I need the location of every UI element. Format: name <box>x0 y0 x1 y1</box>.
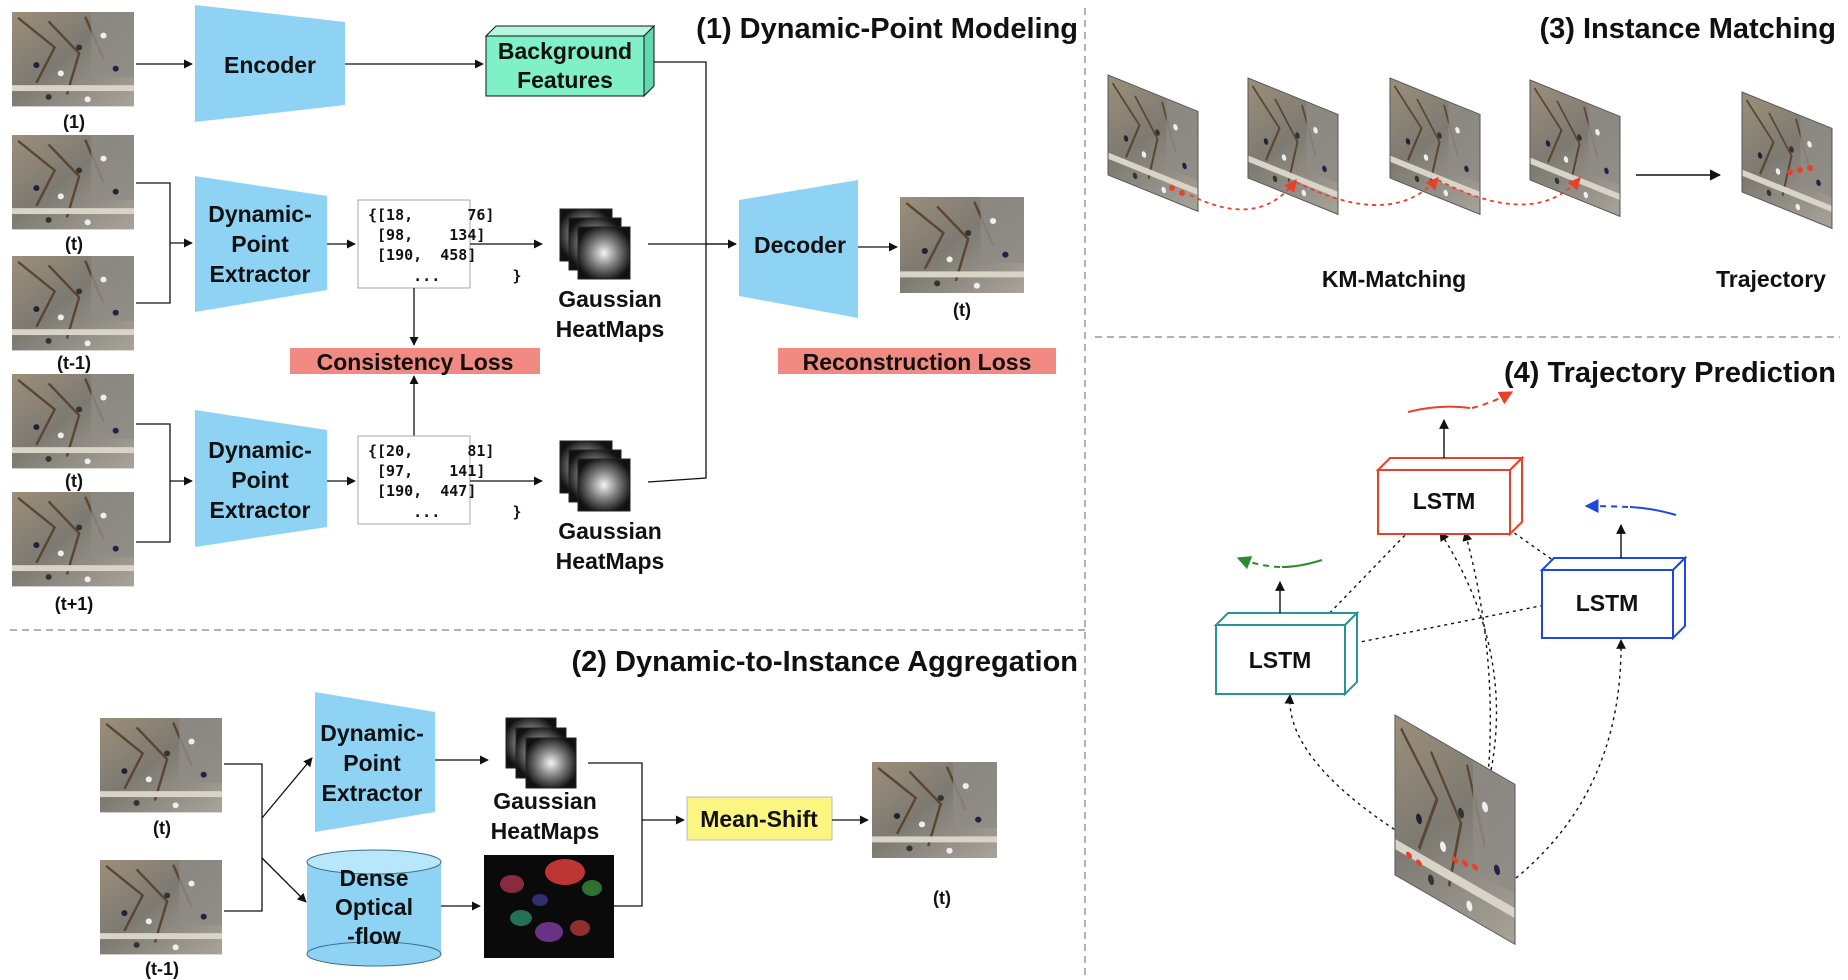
heatmaps-line2: HeatMaps <box>556 316 665 342</box>
mean-shift-box <box>686 796 833 841</box>
coords-line: [190, 447] <box>368 482 476 500</box>
dynamic-point-extractor-bottom <box>195 410 327 547</box>
input-flows <box>1284 531 1627 879</box>
section3-title: (3) Instance Matching <box>1540 13 1837 45</box>
background-features-block <box>484 24 656 98</box>
consistency-loss-box <box>290 348 540 374</box>
lstm-cube-red <box>1375 455 1525 537</box>
frame-image <box>10 490 136 588</box>
blue-prediction-arrow <box>1584 499 1629 514</box>
coords-line: ... } <box>368 267 522 285</box>
section1-frames <box>10 10 136 588</box>
extractor-line3: Extractor <box>210 497 311 523</box>
extractor-line2: Point <box>231 467 289 493</box>
flow-visualization <box>484 855 614 958</box>
optical-flow-line1: Dense <box>339 865 408 891</box>
coords-line: [190, 458] <box>368 246 476 264</box>
optical-flow-line3: -flow <box>347 923 401 949</box>
coords-line: {[20, 81] <box>368 442 494 460</box>
lstm-cube-teal <box>1213 610 1360 697</box>
lstm-cube-blue <box>1539 555 1688 641</box>
matching-links <box>1169 165 1813 211</box>
encoder-block <box>195 5 345 122</box>
section4-title: (4) Trajectory Prediction <box>1504 357 1836 389</box>
frame-image <box>10 254 136 352</box>
frame-caption: (t-1) <box>145 959 179 979</box>
km-matching-frames <box>1106 73 1834 230</box>
frame-caption: (1) <box>63 112 85 132</box>
lstm-links <box>1319 524 1558 644</box>
frame-image <box>10 372 136 470</box>
dynamic-point-extractor-section2 <box>315 692 435 832</box>
extractor-line2: Point <box>343 750 401 776</box>
coords-line: [98, 134] <box>368 226 485 244</box>
reconstruction-loss-box <box>778 348 1056 374</box>
frame-caption: (t+1) <box>55 594 94 614</box>
consistency-loss-label: Consistency Loss <box>317 349 514 375</box>
extractor-line1: Dynamic- <box>208 437 312 463</box>
coords-line: ... } <box>368 503 522 521</box>
extractor-line3: Extractor <box>322 780 423 806</box>
output-caption: (t) <box>953 300 971 320</box>
frame-caption: (t) <box>65 234 83 254</box>
frame-caption: (t) <box>65 471 83 491</box>
extractor-line1: Dynamic- <box>320 720 424 746</box>
reconstruction-loss-label: Reconstruction Loss <box>803 349 1032 375</box>
frame-caption: (t) <box>153 818 171 838</box>
section2-title: (2) Dynamic-to-Instance Aggregation <box>572 646 1078 678</box>
lstm-label-teal: LSTM <box>1249 647 1312 673</box>
scene-frame-perspective <box>1395 715 1515 944</box>
output-caption: (t) <box>933 888 951 908</box>
optical-flow-cylinder <box>306 849 442 967</box>
frame-image <box>98 716 224 814</box>
heatmaps-line1: Gaussian <box>558 286 662 312</box>
red-prediction-arrow <box>1471 391 1514 409</box>
frame-image <box>10 10 136 108</box>
decoder-label: Decoder <box>754 232 846 258</box>
heatmaps-line2: HeatMaps <box>491 818 600 844</box>
lstm-label-blue: LSTM <box>1576 590 1639 616</box>
coords-line: [97, 141] <box>368 462 485 480</box>
extractor-line1: Dynamic- <box>208 201 312 227</box>
coords-line: {[18, 76] <box>368 206 494 224</box>
km-matching-label: KM-Matching <box>1322 266 1466 292</box>
reconstructed-frame <box>898 195 1026 295</box>
frame-image <box>98 858 224 956</box>
green-prediction-arrow <box>1236 556 1281 570</box>
lstm-label-red: LSTM <box>1413 488 1476 514</box>
frame-caption: (t-1) <box>57 353 91 373</box>
heatmaps-stack-bottom <box>559 440 631 512</box>
section1-title: (1) Dynamic-Point Modeling <box>696 13 1078 45</box>
coords-box-bottom <box>357 435 471 525</box>
dynamic-point-extractor-top <box>195 176 327 312</box>
background-features-line1: Background <box>498 38 632 64</box>
encoder-label: Encoder <box>224 52 316 78</box>
background-features-line2: Features <box>517 67 613 93</box>
heatmaps-line1: Gaussian <box>493 788 597 814</box>
instance-output-frame <box>870 760 999 860</box>
extractor-line3: Extractor <box>210 261 311 287</box>
frame-image <box>10 133 136 231</box>
heatmaps-line2: HeatMaps <box>556 548 665 574</box>
decoder-block <box>739 180 858 318</box>
heatmaps-stack-section2 <box>505 717 577 789</box>
mean-shift-label: Mean-Shift <box>700 806 818 832</box>
heatmaps-line1: Gaussian <box>558 518 662 544</box>
extractor-line2: Point <box>231 231 289 257</box>
optical-flow-line2: Optical <box>335 894 413 920</box>
heatmaps-stack-top <box>559 208 631 280</box>
trajectory-label: Trajectory <box>1716 266 1826 292</box>
